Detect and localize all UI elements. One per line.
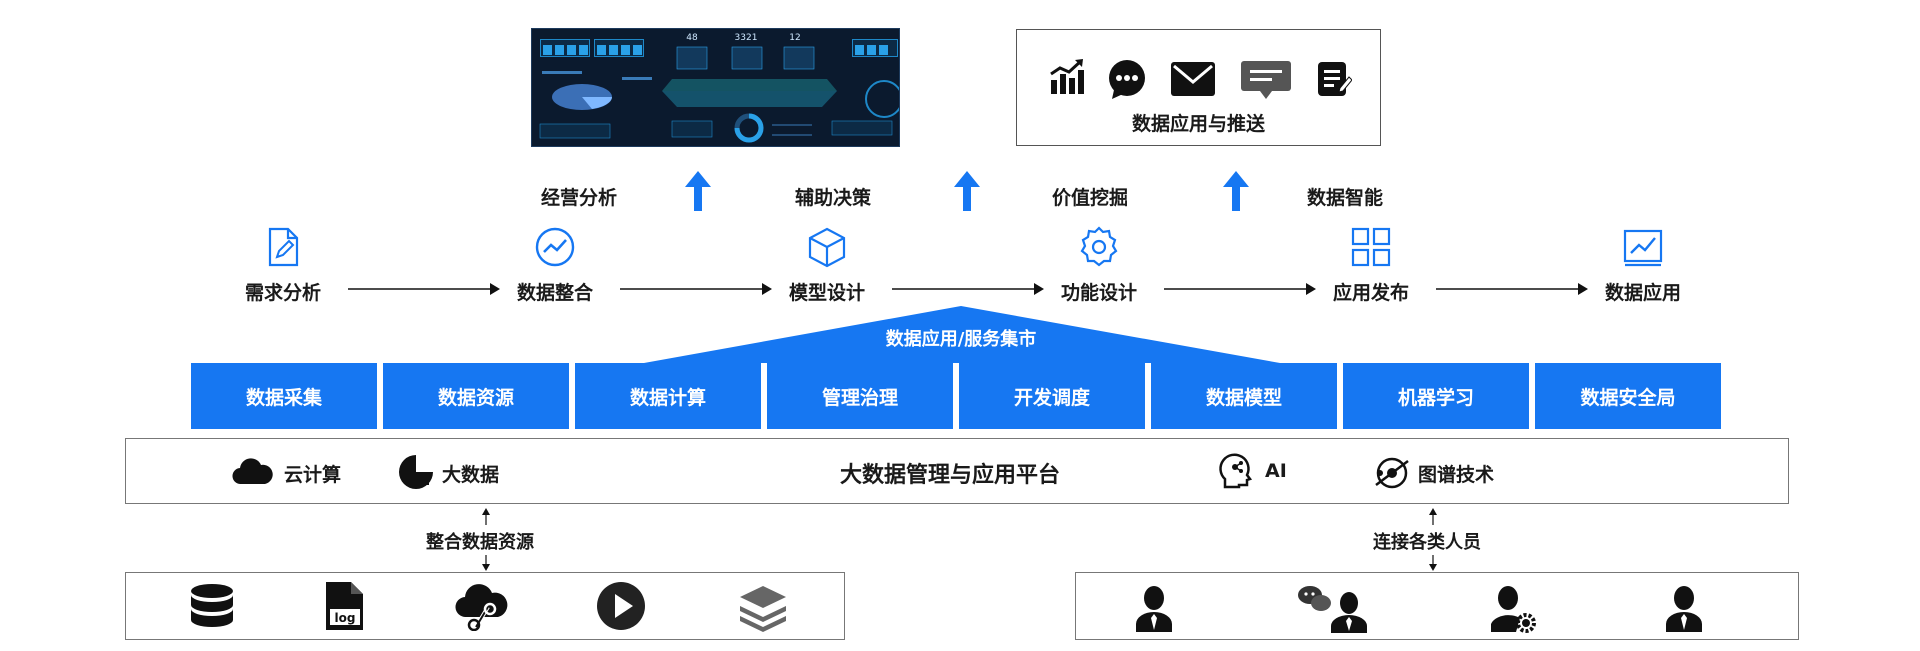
person-icon bbox=[1664, 584, 1704, 632]
database-icon bbox=[189, 583, 235, 629]
play-icon bbox=[596, 581, 646, 631]
wechat-person-icon bbox=[1297, 585, 1369, 633]
link-connect-people: 连接各类人员 bbox=[1373, 528, 1481, 554]
person-icon bbox=[1134, 584, 1174, 632]
svg-text:log: log bbox=[335, 611, 356, 625]
link-integrate-data: 整合数据资源 bbox=[426, 528, 534, 554]
person-settings-icon bbox=[1490, 584, 1538, 634]
cloud-link-icon bbox=[454, 581, 510, 631]
log-file-icon: log bbox=[323, 581, 365, 631]
layers-icon bbox=[738, 584, 788, 632]
